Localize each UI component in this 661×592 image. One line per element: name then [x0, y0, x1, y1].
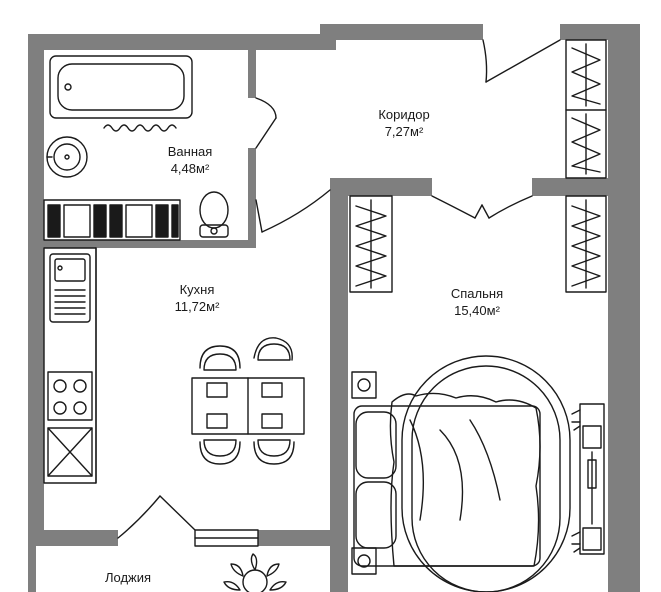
room-label-corridor: Коридор 7,27м²: [378, 106, 429, 140]
wall-bath-corridor-lower: [248, 148, 256, 242]
wall-right: [608, 24, 640, 592]
toilet: [199, 191, 229, 238]
kitchen-sink: [49, 253, 91, 323]
room-area: 7,27м²: [384, 124, 424, 139]
bathroom-door: [255, 97, 277, 149]
entrance-door: [482, 39, 561, 83]
dining-chairs: [199, 337, 295, 465]
room-label-bathroom: Ванная 4,48м²: [168, 143, 213, 177]
room-label-kitchen: Кухня 11,72м²: [175, 281, 220, 315]
bed-rug: [401, 355, 571, 592]
tv-unit: [571, 403, 605, 555]
kitchen-appliance: [47, 427, 93, 477]
wall-corridor-bedroom-right: [532, 178, 608, 196]
bedroom-wardrobe-left: [349, 195, 393, 293]
room-name: Лоджия: [104, 570, 152, 585]
room-area: 4,48м²: [170, 161, 210, 176]
wall-left: [28, 34, 44, 540]
kitchen-counter: [43, 247, 97, 484]
room-name: Кухня: [179, 282, 215, 297]
room-area: 15,40м²: [454, 303, 500, 318]
kitchen-stove: [47, 371, 93, 421]
wall-kitchen-bedroom: [330, 178, 348, 592]
washbasin: [46, 136, 88, 178]
wall-bath-corridor-upper: [248, 50, 256, 98]
bathroom-cabinets: [43, 199, 181, 241]
room-label-bedroom: Спальня 15,40м²: [451, 285, 503, 319]
wall-top-middle: [320, 24, 483, 40]
dining-table: [191, 377, 305, 435]
bathtub: [49, 55, 193, 132]
wall-kitchen-loggia-left: [28, 530, 118, 546]
room-name: Спальня: [450, 286, 504, 301]
corridor-wardrobe: [565, 39, 607, 179]
bedroom-door: [431, 195, 533, 219]
nightstands: [351, 371, 377, 575]
loggia-door: [117, 495, 259, 547]
walls: [28, 24, 640, 592]
bed: [353, 392, 541, 567]
kitchen-door: [255, 189, 331, 233]
wall-top-left: [28, 34, 320, 50]
bedroom-wardrobe-right: [565, 195, 607, 293]
wall-corridor-bedroom-left: [330, 178, 432, 196]
wall-loggia-left: [28, 546, 36, 592]
room-name: Коридор: [378, 107, 430, 122]
loggia-plant: [223, 553, 287, 592]
room-name: Ванная: [167, 144, 213, 159]
wall-kitchen-loggia-right: [258, 530, 348, 546]
room-label-loggia: Лоджия: [105, 569, 151, 586]
wall-bath-kitchen: [44, 240, 256, 248]
room-area: 11,72м²: [174, 299, 220, 314]
